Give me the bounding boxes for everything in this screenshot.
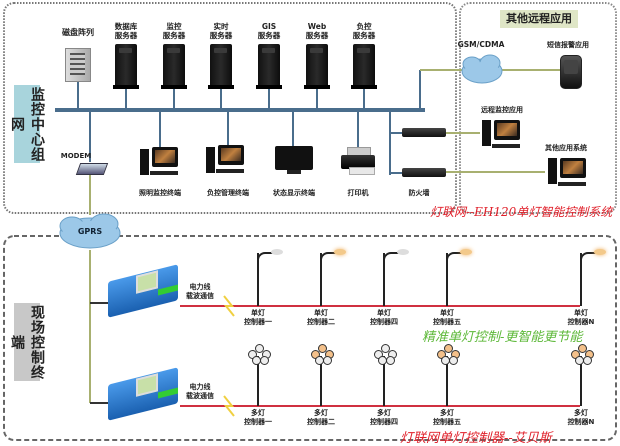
remote-monitor-label: 远程监控应用 — [481, 106, 523, 114]
single-lamp-controller-label: 单灯 控制器N — [567, 309, 595, 326]
lamp-arm-icon — [383, 252, 405, 262]
monitoring-center-label: 监控中心组网 — [9, 85, 45, 163]
field-terminals-label: 现场控制终端 — [9, 303, 45, 381]
single-lamp-pole-icon — [383, 253, 385, 306]
lamp-head-icon — [271, 249, 283, 255]
multi-lamp-controller-label: 多灯 控制器五 — [433, 409, 461, 426]
multi-lamp-controller-label: 多灯 控制器一 — [244, 409, 272, 426]
load-control-server-icon — [351, 44, 377, 89]
single-lamp-controller-label: 单灯 控制器一 — [244, 309, 272, 326]
server-label-storage: 磁盘阵列 — [62, 28, 94, 37]
gsm-cloud-icon — [461, 54, 503, 84]
lamp-globe-icon — [260, 356, 269, 365]
sms-app-label: 短信报警应用 — [547, 41, 589, 49]
lamp-arm-icon — [320, 252, 342, 262]
lamp-arm-icon — [580, 252, 602, 262]
multi-lamp-pole-icon — [446, 356, 448, 406]
lamp-globe-icon — [381, 344, 390, 353]
other-system-label: 其他应用系统 — [545, 144, 587, 152]
server-label-monitor: 监控 服务器 — [162, 22, 186, 40]
status-display-monitor-icon — [275, 146, 313, 176]
lamp-head-icon — [594, 249, 606, 255]
server-label-load-control: 负控 服务器 — [352, 22, 376, 40]
server-label-realtime: 实时 服务器 — [209, 22, 233, 40]
single-lamp-pole-icon — [320, 253, 322, 306]
monitoring-center-region — [3, 2, 457, 214]
modem-label: MODEM — [60, 152, 92, 160]
lamp-globe-icon — [578, 344, 587, 353]
server-label-gis: GIS 服务器 — [257, 22, 281, 40]
disk-array-icon — [65, 48, 91, 82]
mobile-phone-icon — [560, 55, 582, 89]
plc-label: 电力线 载波通信 — [186, 383, 214, 400]
single-lamp-controller-label: 单灯 控制器四 — [370, 309, 398, 326]
monitor-server-icon — [161, 44, 187, 89]
gsm-label: GSM/CDMA — [457, 40, 505, 49]
realtime-server-icon — [208, 44, 234, 89]
multi-lamp-pole-icon — [257, 356, 259, 406]
lamp-head-icon — [334, 249, 346, 255]
multi-lamp-controller-label: 多灯 控制器N — [567, 409, 595, 426]
firewall-icon — [402, 128, 446, 137]
load-management-pc-icon — [206, 145, 246, 177]
gprs-label: GPRS — [77, 227, 103, 236]
remote-apps-title: 其他远程应用 — [500, 10, 578, 28]
lamp-globe-icon — [255, 344, 264, 353]
other-system-pc-icon — [548, 156, 588, 190]
lamp-globe-icon — [449, 356, 458, 365]
field-terminals-region — [3, 235, 617, 441]
terminal-label-load-management: 负控管理终端 — [207, 189, 249, 197]
gis-server-icon — [256, 44, 282, 89]
multi-lamp-pole-icon — [383, 356, 385, 406]
terminal-label-lighting-monitor: 照明监控终端 — [139, 189, 181, 197]
terminal-label-firewall: 防火墙 — [408, 189, 430, 197]
slogan-caption: 精准单灯控制-更智能更节能 — [422, 330, 583, 345]
plc-label: 电力线 载波通信 — [186, 283, 214, 300]
terminal-label-status-display: 状态显示终端 — [273, 189, 315, 197]
remote-apps-region — [459, 2, 617, 214]
single-lamp-pole-icon — [257, 253, 259, 306]
gprs-cloud-icon — [59, 213, 121, 249]
system-caption: 灯联网--EH120单灯智能控制系统 — [430, 205, 613, 219]
lamp-head-icon — [397, 249, 409, 255]
multi-lamp-controller-label: 多灯 控制器二 — [307, 409, 335, 426]
single-lamp-controller-label: 单灯 控制器五 — [433, 309, 461, 326]
multi-lamp-pole-icon — [320, 356, 322, 406]
multi-lamp-pole-icon — [580, 356, 582, 406]
single-lamp-controller-label: 单灯 控制器二 — [307, 309, 335, 326]
server-label-database: 数据库 服务器 — [114, 22, 138, 40]
printer-icon — [341, 147, 377, 175]
server-label-web: Web 服务器 — [305, 22, 329, 40]
database-server-icon — [113, 44, 139, 89]
multi-lamp-controller-label: 多灯 控制器四 — [370, 409, 398, 426]
lamp-arm-icon — [257, 252, 279, 262]
lighting-monitor-pc-icon — [140, 147, 180, 179]
lamp-arm-icon — [446, 252, 468, 262]
lamp-globe-icon — [386, 356, 395, 365]
web-server-icon — [304, 44, 330, 89]
single-lamp-pole-icon — [446, 253, 448, 306]
lamp-globe-icon — [323, 356, 332, 365]
lamp-head-icon — [460, 249, 472, 255]
lamp-globe-icon — [583, 356, 592, 365]
firewall-icon — [402, 168, 446, 177]
modem-icon — [75, 163, 109, 175]
lightning-icon — [223, 395, 235, 417]
remote-monitor-pc-icon — [482, 118, 522, 152]
lamp-globe-icon — [444, 344, 453, 353]
terminal-label-printer: 打印机 — [347, 189, 369, 197]
lightning-icon — [223, 295, 235, 317]
product-caption: 灯联网单灯控制器--艾贝斯 — [400, 431, 552, 446]
lamp-globe-icon — [318, 344, 327, 353]
single-lamp-pole-icon — [580, 253, 582, 306]
